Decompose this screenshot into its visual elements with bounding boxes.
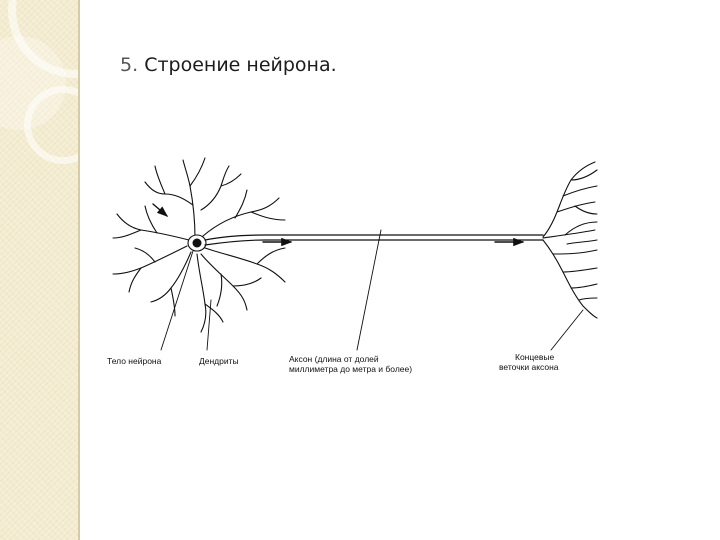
leader-lines xyxy=(161,230,583,350)
label-terminals-line1: Концевые xyxy=(515,352,554,362)
nucleus-drawing xyxy=(193,239,202,248)
slide-number: 5. xyxy=(120,54,138,76)
side-strip-border xyxy=(78,0,80,540)
neuron-diagram: Тело нейрона Дендриты Аксон (длина от до… xyxy=(95,150,615,410)
slide-title: 5. Строение нейрона. xyxy=(120,54,337,76)
signal-arrow-icon xyxy=(153,204,167,216)
label-soma: Тело нейрона xyxy=(107,356,162,366)
label-axon-line1: Аксон (длина от долей xyxy=(289,354,379,364)
slide-title-text: Строение нейрона. xyxy=(144,54,336,76)
label-axon-line2: миллиметра до метра и более) xyxy=(289,364,412,374)
label-dendrites: Дендриты xyxy=(199,356,239,366)
decorative-side-strip xyxy=(0,0,78,540)
axon-drawing xyxy=(205,235,543,245)
axon-terminals-drawing xyxy=(543,162,597,318)
label-terminals-line2: веточки аксона xyxy=(499,362,559,372)
